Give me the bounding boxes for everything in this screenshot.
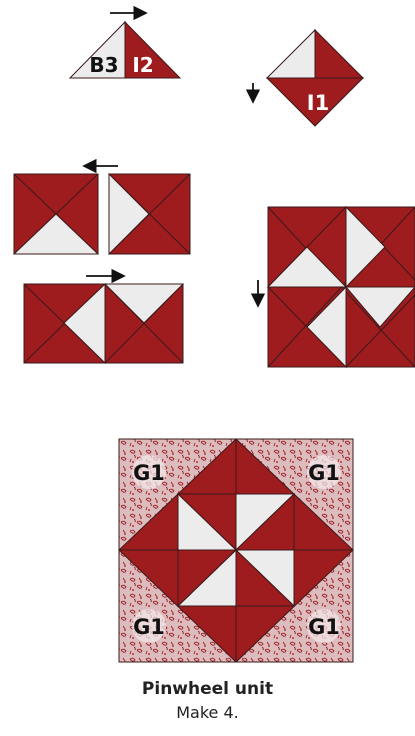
label-i1: I1 <box>307 91 329 115</box>
caption-subtitle: Make 4. <box>0 703 415 722</box>
pinwheel-block-assembled <box>268 207 415 367</box>
diamond-unit-i1: I1 <box>267 30 363 126</box>
block-left-a <box>14 174 98 254</box>
label-i2: I2 <box>132 53 153 77</box>
block-left-d <box>105 284 183 363</box>
label-g1-top-right: G1 <box>308 461 340 485</box>
block-left-c <box>24 284 105 363</box>
triangle-unit-b3-i2: B3 I2 <box>70 22 180 78</box>
label-g1-bottom-right: G1 <box>308 615 340 639</box>
pinwheel-unit-finished: G1 G1 G1 G1 <box>119 439 353 662</box>
caption-title: Pinwheel unit <box>0 679 415 699</box>
label-g1-bottom-left: G1 <box>133 615 165 639</box>
label-b3: B3 <box>89 53 118 77</box>
block-left-b <box>109 174 190 254</box>
label-g1-top-left: G1 <box>133 461 165 485</box>
